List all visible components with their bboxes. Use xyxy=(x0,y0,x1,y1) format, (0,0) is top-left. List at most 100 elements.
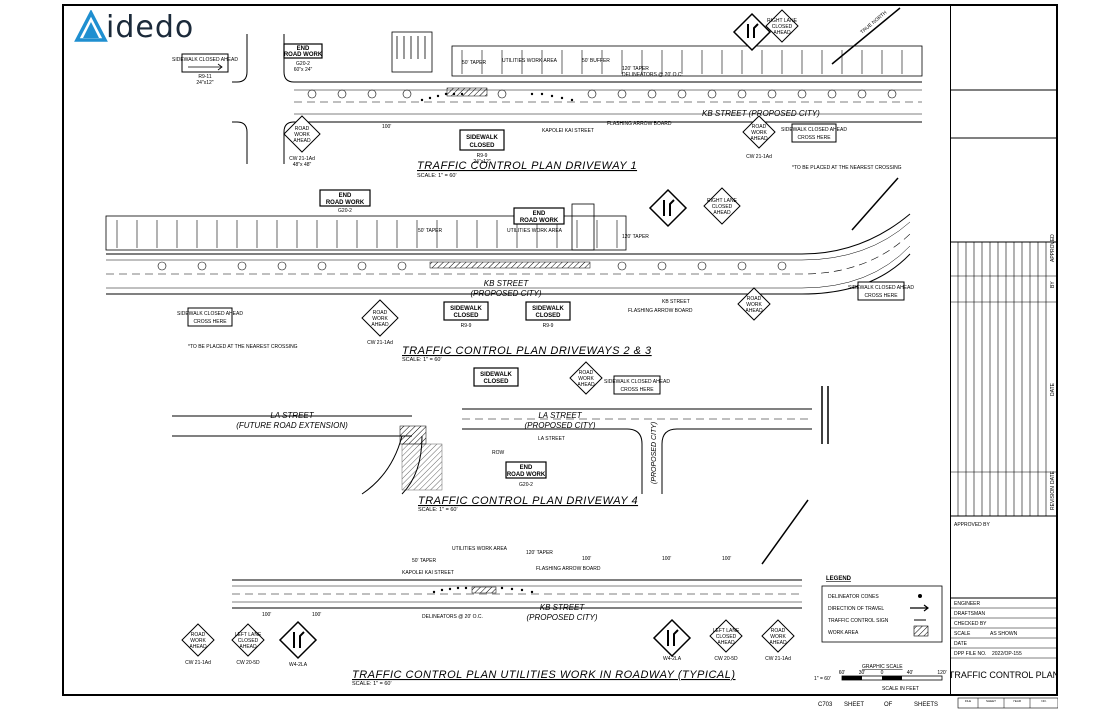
tb-dpp-value: 2022/OP-155 xyxy=(992,651,1022,657)
sign-rwa2-1: ROAD xyxy=(373,310,388,316)
legend-arrow-icon xyxy=(910,604,929,612)
label-taper-50-2: 50' TAPER xyxy=(418,228,443,234)
sign-llc-4a2: CLOSED xyxy=(238,638,259,644)
footer-cell-file: FILE xyxy=(965,699,971,703)
graphic-scale-tick-3: 40' xyxy=(907,670,914,676)
sign-road-work-text-3: ROAD WORK xyxy=(507,472,546,478)
legend-item-cones: DELINEATOR CONES xyxy=(828,594,879,600)
sign-rwa2b-1: ROAD xyxy=(747,296,762,302)
rev-label-date-2: DATE xyxy=(1050,470,1056,484)
sign-rlc-2a: RIGHT LANE xyxy=(707,198,738,204)
sign-size-1: 60"x 24" xyxy=(294,67,313,73)
plan-title-2: TRAFFIC CONTROL PLAN DRIVEWAYS 2 & 3 xyxy=(402,345,652,357)
sheet-footer: C703 SHEET OF SHEETS FILE SHEET YEAR NO. xyxy=(818,697,1058,709)
sign-cw21-4b: CW 21-1Ad xyxy=(765,656,791,662)
sign-road-work-text-1: ROAD WORK xyxy=(284,52,323,58)
sign-rwa4b-2: WORK xyxy=(770,634,786,640)
label-buffer-1: 50' BUFFER xyxy=(582,58,610,64)
sign-code-1: G20-2 xyxy=(296,61,310,67)
street-kb-4b: (PROPOSED CITY) xyxy=(526,613,597,622)
dist-100-4c: 100' xyxy=(582,556,591,562)
label-taper-50-4: 50' TAPER xyxy=(412,558,437,564)
north-arrow-4 xyxy=(761,499,809,565)
sign-rlc-1c: AHEAD xyxy=(773,30,791,36)
sign-rwa3-2: WORK xyxy=(578,376,594,382)
street-la-1b: (FUTURE ROAD EXTENSION) xyxy=(236,421,348,430)
sign-end-text-1: END xyxy=(297,46,310,52)
dist-100-4e: 100' xyxy=(722,556,731,562)
sign-end-road-work-2 xyxy=(319,189,371,207)
sign-sw-ahead-text-1b: SIDEWALK CLOSED AHEAD xyxy=(781,127,847,133)
sheet-title: TRAFFIC CONTROL PLAN xyxy=(950,670,1058,680)
plan-scale-1: SCALE: 1" = 60' xyxy=(417,173,457,179)
drawing-sheet: END ROAD WORK G20-2 60"x 24" SIDEWALK CL… xyxy=(105,7,947,692)
legend: LEGEND DELINEATOR CONES DIRECTION OF TRA… xyxy=(821,576,943,643)
sign-lane-merge-4b xyxy=(652,618,692,658)
sign-rlc-2b: CLOSED xyxy=(712,204,733,210)
sign-end-text-2b: END xyxy=(533,211,546,217)
label-delineators-1: DELINEATORS @ 20' O.C. xyxy=(622,72,683,78)
sign-road-work-ahead-4b xyxy=(761,619,795,653)
tb-draftsman-label: DRAFTSMAN xyxy=(954,611,986,617)
title-block-rows: ENGINEER DRAFTSMAN CHECKED BY SCALE AS S… xyxy=(950,601,1058,659)
label-delineators-4: DELINEATORS @ 20' O.C. xyxy=(422,614,483,620)
sign-rwa4b-3: AHEAD xyxy=(769,640,787,646)
sign-llc-4b1: LEFT LANE xyxy=(713,628,740,634)
dist-100-1: 100' xyxy=(382,124,391,130)
rev-label-date: DATE xyxy=(1050,382,1056,396)
sign-sidewalk-closed-ahead-3 xyxy=(613,375,661,395)
sign-left-lane-closed-4b xyxy=(709,619,743,653)
sign-r99-2a: R9-9 xyxy=(461,323,472,329)
sign-road-work-ahead-1 xyxy=(283,115,321,153)
graphic-scale-tick-1: 30' xyxy=(859,670,866,676)
footer-cell-no: NO. xyxy=(1041,699,1047,703)
sign-road-work-ahead-1b xyxy=(742,115,776,149)
sign-rwa3-3: AHEAD xyxy=(577,382,595,388)
sign-sidewalk-closed-2a xyxy=(443,301,489,321)
north-arrow-1 xyxy=(831,7,901,65)
sign-end-text-3: END xyxy=(520,465,533,471)
label-taper-120-1: 120' TAPER xyxy=(622,66,649,72)
sign-rwa1b-3: AHEAD xyxy=(750,136,768,142)
label-kb-2: KB STREET xyxy=(662,299,690,305)
street-kb-1: KB STREET (PROPOSED CITY) xyxy=(702,109,820,118)
label-taper-50-1: 50' TAPER xyxy=(462,60,487,66)
sign-sw-ahead-text-3: SIDEWALK CLOSED AHEAD xyxy=(604,379,670,385)
sign-sw-closed-3b: CLOSED xyxy=(483,379,509,385)
street-kb-2a: KB STREET xyxy=(484,279,530,288)
sign-w4-4b: W4-2LA xyxy=(663,656,682,662)
street-kb-2b: (PROPOSED CITY) xyxy=(470,289,541,298)
sign-rwa1b-1: ROAD xyxy=(752,124,767,130)
sign-cw20-4b: CW 20-5D xyxy=(714,656,738,662)
title-block: APPROVED BY DATE DATE REVISION APPROVED … xyxy=(950,4,1058,696)
legend-title: LEGEND xyxy=(826,576,852,582)
sign-r911-1: R9-11 xyxy=(198,74,211,80)
street-la-2b: (PROPOSED CITY) xyxy=(524,421,595,430)
plan-driveway-1: END ROAD WORK G20-2 60"x 24" SIDEWALK CL… xyxy=(172,7,923,179)
legend-item-sign: TRAFFIC CONTROL SIGN xyxy=(828,618,889,624)
sign-sw-closed-2b2: CLOSED xyxy=(535,313,561,319)
sign-rwa1-1: ROAD xyxy=(295,126,310,132)
sign-rwa3-1: ROAD xyxy=(579,370,594,376)
sign-cw21-1: CW 21-1Ad xyxy=(289,156,315,162)
sign-w4-4a: W4-2LA xyxy=(289,662,308,668)
label-flashing-2: FLASHING ARROW BOARD xyxy=(628,308,693,314)
sign-rwa4b-1: ROAD xyxy=(771,628,786,634)
sign-sw-closed-2a2: CLOSED xyxy=(453,313,479,319)
sign-llc-4b3: AHEAD xyxy=(717,640,735,646)
note-placed-1: *TO BE PLACED AT THE NEAREST CROSSING xyxy=(792,165,902,171)
sign-r911-size-1: 24"x12" xyxy=(196,80,213,86)
label-utilities-4: UTILITIES WORK AREA xyxy=(452,546,508,552)
graphic-scale-tick-2: 0 xyxy=(881,670,884,676)
street-side-3: (PROPOSED CITY) xyxy=(651,422,658,484)
sign-road-work-text-2b: ROAD WORK xyxy=(520,218,559,224)
graphic-scale-tick-4: 120' xyxy=(937,670,946,676)
graphic-scale-label: GRAPHIC SCALE xyxy=(862,664,903,670)
sign-rwa4a-2: WORK xyxy=(190,638,206,644)
dist-100-4b: 100' xyxy=(312,612,321,618)
graphic-scale-ratio: 1" = 60' xyxy=(814,676,831,682)
label-taper-120-2: 120' TAPER xyxy=(622,234,649,240)
sign-right-lane-closed-2 xyxy=(703,187,741,225)
sign-rlc-1a: RIGHT LANE xyxy=(767,18,798,24)
sign-r99-1: R9-9 xyxy=(477,153,488,159)
